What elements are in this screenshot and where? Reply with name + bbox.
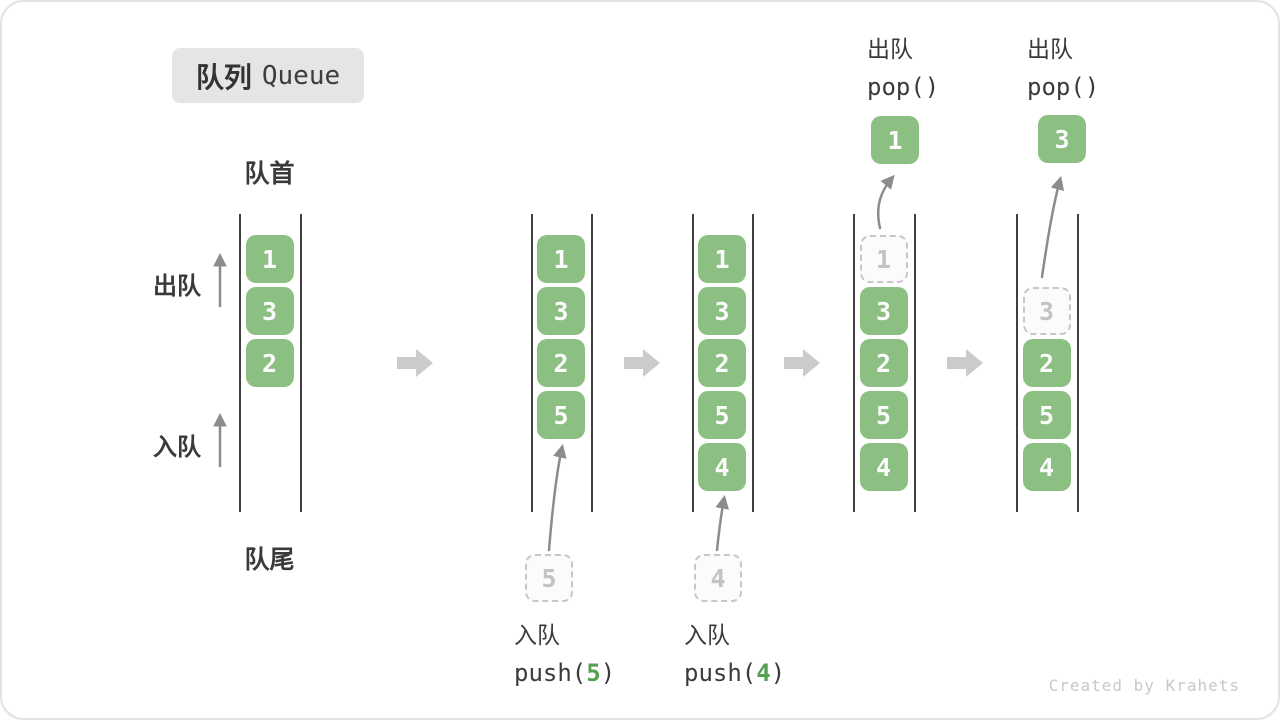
queue-element: 1: [537, 235, 585, 283]
queue-element: 2: [537, 339, 585, 387]
queue-element: 5: [537, 391, 585, 439]
pop-operation-label: 出队 pop(): [867, 30, 939, 101]
pop-operation-label: 出队 pop(): [1027, 30, 1099, 101]
push-zh-label: 入队: [684, 622, 730, 648]
queue-element: 3: [859, 287, 908, 335]
queue-front-label: 队首: [244, 160, 295, 188]
title-badge: 队列 Queue: [172, 48, 364, 103]
queue-element: 2: [245, 339, 294, 387]
push-arrow-icon: [547, 443, 567, 552]
push-operation-label: 入队 push(5): [514, 616, 615, 687]
removed-ghost-element: 1: [859, 235, 908, 283]
queue-element: 1: [698, 235, 746, 283]
queue-element: 4: [859, 443, 908, 491]
queue-element: 5: [1022, 391, 1071, 439]
queue-wall: [853, 214, 855, 512]
step-arrow-icon: [784, 349, 820, 377]
push-code-label: push(5): [514, 659, 616, 687]
queue-rear-label: 队尾: [244, 546, 295, 574]
enqueue-side-label: 入队: [153, 434, 201, 461]
queue-element: 1: [245, 235, 294, 283]
queue-element: 5: [698, 391, 746, 439]
pop-arrow-icon: [1040, 176, 1065, 279]
queue-element: 3: [698, 287, 746, 335]
queue-wall: [914, 214, 916, 512]
push-arrow-icon: [715, 494, 729, 552]
push-operation-label: 入队 push(4): [684, 616, 785, 687]
queue-wall: [752, 214, 754, 512]
queue-wall: [692, 214, 694, 512]
title-en: Queue: [261, 60, 341, 91]
watermark: Created by Krahets: [1048, 676, 1240, 695]
queue-element: 2: [859, 339, 908, 387]
pop-code-label: pop(): [1027, 73, 1100, 101]
removed-ghost-element: 3: [1022, 287, 1071, 335]
popped-element: 1: [871, 116, 919, 164]
queue-element: 4: [698, 443, 746, 491]
queue-wall: [531, 214, 533, 512]
title-zh: 队列: [195, 61, 252, 93]
queue-element: 3: [537, 287, 585, 335]
step-arrow-icon: [947, 349, 983, 377]
pop-zh-label: 出队: [867, 36, 913, 62]
queue-element: 2: [698, 339, 746, 387]
pop-arrow-icon: [876, 174, 895, 230]
push-ghost-element: 5: [525, 554, 573, 602]
queue-wall: [300, 214, 302, 512]
dequeue-side-label: 出队: [153, 273, 201, 300]
queue-wall: [239, 214, 241, 512]
queue-wall: [1077, 214, 1079, 512]
push-ghost-element: 4: [694, 554, 742, 602]
pop-code-label: pop(): [867, 73, 940, 101]
queue-wall: [1016, 214, 1018, 512]
step-arrow-icon: [397, 349, 433, 377]
popped-element: 3: [1038, 115, 1086, 163]
queue-element: 3: [245, 287, 294, 335]
queue-wall: [591, 214, 593, 512]
step-arrow-icon: [624, 349, 660, 377]
push-zh-label: 入队: [514, 622, 560, 648]
pop-zh-label: 出队: [1027, 36, 1073, 62]
queue-element: 2: [1022, 339, 1071, 387]
queue-element: 4: [1022, 443, 1071, 491]
push-code-label: push(4): [684, 659, 786, 687]
queue-element: 5: [859, 391, 908, 439]
